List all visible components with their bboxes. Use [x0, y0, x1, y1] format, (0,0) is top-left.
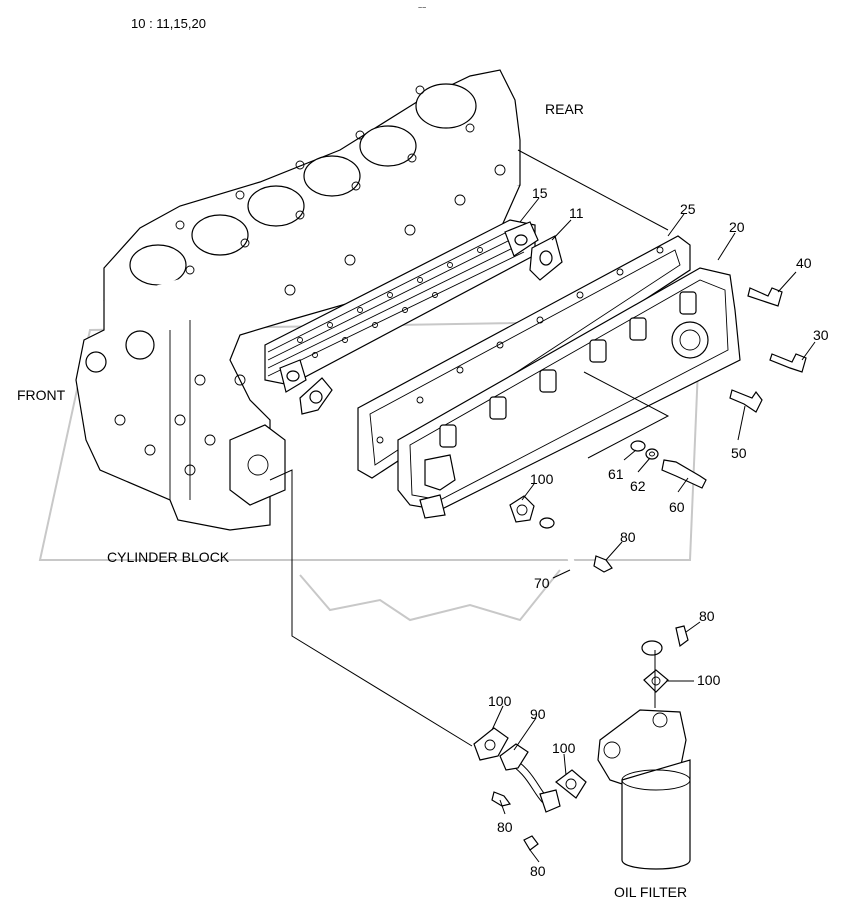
callout-15: 15: [532, 185, 548, 201]
bolt-80-mid: [675, 625, 689, 648]
callout-90: 90: [530, 706, 546, 722]
oil-pipe-90: [499, 743, 561, 813]
callout-80-lower-left: 80: [497, 819, 513, 835]
callout-25: 25: [680, 201, 696, 217]
callout-100-left: 100: [488, 693, 512, 709]
callout-61: 61: [608, 466, 624, 482]
gasket-100-mid: [643, 669, 669, 693]
washer-61: [630, 440, 646, 452]
gasket-small-lower: [299, 377, 333, 415]
oil-pipe-70: [539, 517, 663, 656]
bolt-80-lower: [523, 835, 539, 851]
bolt-80-lower-left: [491, 791, 512, 807]
oil-cooler-core: [264, 219, 539, 393]
callout-100-mid: 100: [697, 672, 721, 688]
callout-40: 40: [796, 255, 812, 271]
page-mark: ~~: [418, 5, 426, 12]
front-label: FRONT: [17, 387, 66, 403]
callout-70: 70: [534, 575, 550, 591]
callout-80-upper: 80: [620, 529, 636, 545]
washer-62: [645, 448, 659, 460]
callout-100-right: 100: [552, 740, 576, 756]
callout-60: 60: [669, 499, 685, 515]
figure-reference: 10 : 11,15,20: [131, 16, 206, 31]
oil-cooler-cover-20: [397, 267, 741, 519]
bolt-40: [747, 287, 783, 307]
gasket-100-right: [555, 769, 587, 799]
callout-20: 20: [729, 219, 745, 235]
bolt-30: [769, 353, 807, 373]
callout-62: 62: [630, 478, 646, 494]
leader-lines: [269, 149, 816, 863]
gasket-11: [529, 235, 563, 281]
callout-80-mid: 80: [699, 608, 715, 624]
rear-label: REAR: [545, 101, 584, 117]
bolt-50: [729, 389, 763, 413]
callout-30: 30: [813, 327, 829, 343]
oil-filter-label: OIL FILTER: [614, 884, 687, 900]
callout-80-lower: 80: [530, 863, 546, 879]
gasket-100-left: [473, 727, 509, 761]
cylinder-block-label: CYLINDER BLOCK: [107, 549, 230, 565]
oil-filter: [597, 709, 691, 870]
bolt-80-upper: [593, 555, 613, 573]
callout-50: 50: [731, 445, 747, 461]
stud-60: [661, 459, 707, 489]
callout-11: 11: [569, 205, 584, 221]
gasket-100-upper: [509, 495, 535, 523]
callout-100-upper: 100: [530, 471, 554, 487]
